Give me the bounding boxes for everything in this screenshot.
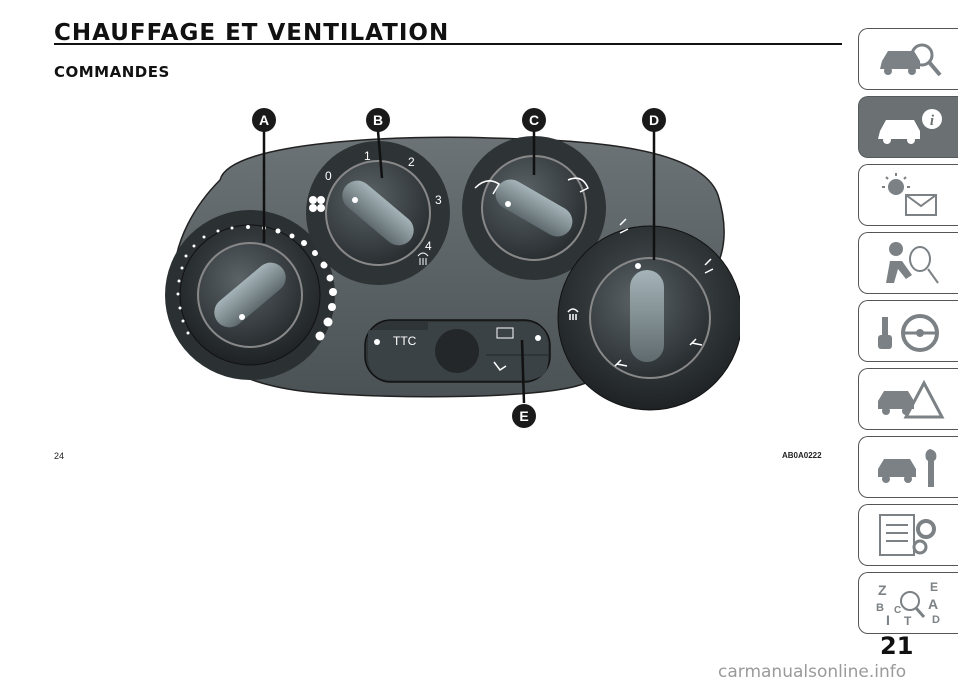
svg-text:I: I	[886, 612, 890, 627]
figure-code: AB0A0222	[782, 451, 822, 460]
fan-speed-label-4: 4	[425, 239, 432, 253]
section-subtitle: COMMANDES	[54, 63, 170, 81]
callout-e: E	[512, 404, 536, 428]
callout-lines	[262, 130, 656, 404]
svg-text:T: T	[904, 614, 912, 627]
recirculate-air-icon	[567, 177, 589, 193]
recirculation-knob-c[interactable]	[462, 136, 606, 280]
ttc-button[interactable]: TTC	[368, 330, 428, 380]
air-direction-icons	[567, 218, 714, 367]
watermark-text: carmanualsonline.info	[718, 662, 907, 682]
fan-speed-label-2: 2	[408, 155, 415, 169]
car-wrench-icon	[877, 449, 936, 487]
mirror-defrost-button[interactable]	[486, 356, 548, 380]
svg-text:E: E	[930, 580, 938, 594]
svg-text:Z: Z	[878, 582, 887, 598]
section-title: CHAUFFAGE ET VENTILATION	[54, 20, 450, 46]
rear-defrost-button[interactable]	[486, 322, 548, 354]
car-info-icon: i	[877, 109, 942, 144]
fan-speed-labels: 0 1 2 3 4	[325, 149, 442, 253]
callout-a: A	[252, 108, 276, 132]
temperature-knob-a[interactable]	[165, 210, 337, 380]
car-search-icon	[879, 43, 942, 77]
tab-safety[interactable]	[858, 232, 958, 294]
svg-text:D: D	[932, 614, 940, 626]
tab-emergency[interactable]	[858, 368, 958, 430]
title-rule	[54, 43, 842, 45]
page-number: 21	[880, 632, 914, 660]
fan-icon	[309, 196, 325, 212]
tab-technical-data[interactable]	[858, 504, 958, 566]
tab-starting-driving[interactable]	[858, 300, 958, 362]
document-gears-icon	[878, 514, 936, 556]
steering-wheel-key-icon	[877, 314, 939, 352]
svg-text:D: D	[649, 112, 659, 128]
tab-car-info[interactable]: i	[858, 96, 958, 158]
svg-text:A: A	[259, 112, 269, 128]
defrost-icon-small	[417, 252, 429, 265]
tab-maintenance[interactable]	[858, 436, 958, 498]
air-distribution-knob-d[interactable]	[557, 218, 740, 411]
callout-d: D	[642, 108, 666, 132]
svg-text:E: E	[519, 408, 528, 424]
control-panel-illustration: 0 1 2 3 4	[165, 108, 740, 428]
figure-page-ref: 24	[54, 451, 65, 461]
speaker-grille	[428, 322, 486, 380]
callout-c: C	[522, 108, 546, 132]
button-bar-e: TTC	[364, 319, 551, 383]
fan-speed-knob-b[interactable]: 0 1 2 3 4	[306, 141, 450, 285]
svg-text:C: C	[894, 605, 901, 616]
outside-air-icon	[474, 180, 501, 195]
svg-text:C: C	[529, 112, 539, 128]
ttc-label: TTC	[393, 334, 417, 348]
index-letters-icon: Z E B A I T D C	[876, 580, 940, 627]
heating-control-panel-figure: 0 1 2 3 4	[160, 100, 740, 440]
fan-speed-label-1: 1	[364, 149, 371, 163]
svg-text:i: i	[929, 113, 934, 129]
airbag-passenger-icon	[885, 242, 939, 284]
tab-car-search[interactable]	[858, 28, 958, 90]
fan-speed-label-3: 3	[435, 193, 442, 207]
tab-warning-lights[interactable]	[858, 164, 958, 226]
callout-b: B	[366, 108, 390, 132]
svg-text:A: A	[928, 596, 938, 612]
fan-speed-label-0: 0	[325, 169, 332, 183]
warning-light-envelope-icon	[881, 173, 937, 216]
svg-text:B: B	[876, 602, 884, 614]
svg-text:B: B	[373, 112, 383, 128]
tab-index[interactable]: Z E B A I T D C	[858, 572, 958, 634]
car-warning-triangle-icon	[877, 379, 944, 419]
